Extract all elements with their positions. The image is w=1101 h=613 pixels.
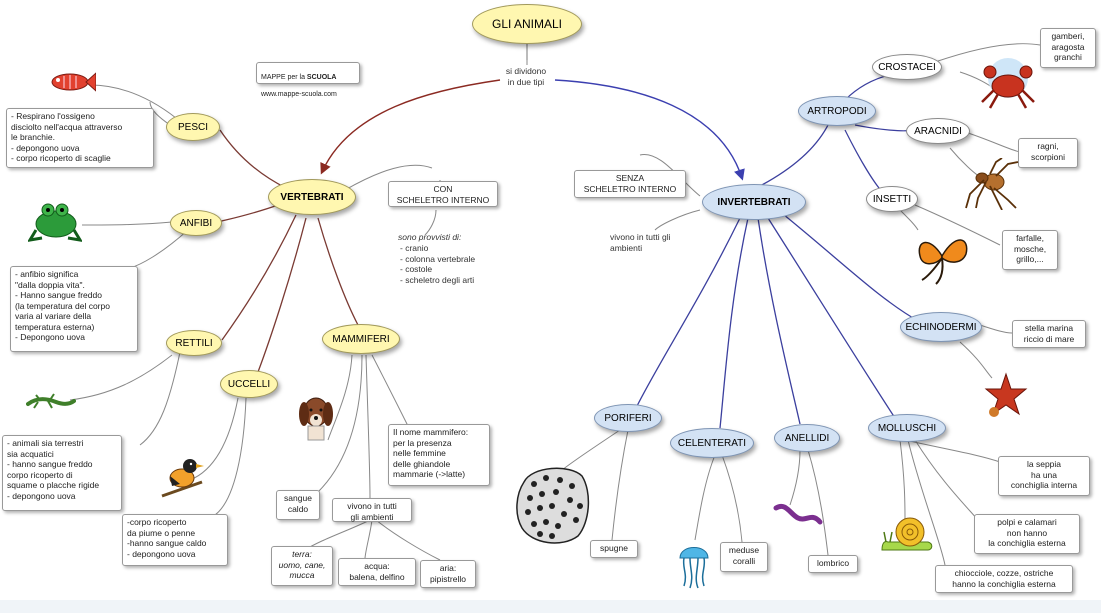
worm-icon: [773, 503, 823, 525]
senza-scheletro-box: SENZA SCHELETRO INTERNO: [574, 170, 686, 198]
logo-line1-prefix: MAPPE per la: [261, 73, 307, 81]
aria-box: aria: pipistrello: [420, 560, 476, 588]
dog-icon: [299, 397, 333, 441]
molluschi-node[interactable]: MOLLUSCHI: [868, 414, 946, 442]
starfish-icon: [984, 372, 1028, 417]
snail-icon: [881, 517, 933, 551]
aracnidi-box: ragni, scorpioni: [1018, 138, 1078, 168]
butterfly-icon: [918, 239, 968, 285]
crostacei-box: gamberi, aragosta granchi: [1040, 28, 1096, 68]
fish-icon: [51, 72, 96, 92]
rettili-box: - animali sia terrestri sia acquatici - …: [2, 435, 122, 511]
celenterati-box: meduse coralli: [720, 542, 768, 572]
con-scheletro-box: CON SCHELETRO INTERNO: [388, 181, 498, 207]
poriferi-node[interactable]: PORIFERI: [594, 404, 662, 432]
uccelli-box: -corpo ricoperto da piume o penne -hanno…: [122, 514, 228, 566]
crab-icon: [981, 58, 1035, 109]
polpi-box: polpi e calamari non hanno la conchiglia…: [974, 514, 1080, 554]
pesci-node[interactable]: PESCI: [166, 113, 220, 141]
lizard-icon: [26, 393, 76, 409]
invertebrati-node[interactable]: INVERTEBRATI: [702, 184, 806, 220]
poriferi-box: spugne: [590, 540, 638, 558]
link-si-dividono: si dividono in due tipi: [505, 66, 547, 87]
insetti-box: farfalle, mosche, grillo,...: [1002, 230, 1058, 270]
artropodi-node[interactable]: ARTROPODI: [798, 96, 876, 126]
uccelli-node[interactable]: UCCELLI: [220, 370, 278, 398]
mammiferi-box: Il nome mammifero: per la presenza nelle…: [388, 424, 490, 486]
logo-line2: www.mappe-scuola.com: [261, 90, 337, 98]
anfibi-node[interactable]: ANFIBI: [170, 210, 222, 236]
chiocciole-box: chiocciole, cozze, ostriche hanno la con…: [935, 565, 1073, 593]
sangue-caldo-box: sangue caldo: [276, 490, 320, 520]
echinodermi-node[interactable]: ECHINODERMI: [900, 312, 982, 342]
provvisti-list: - cranio - colonna vertebrale - costole …: [400, 243, 476, 285]
provvisti-title: sono provvisti di:: [398, 232, 462, 242]
vertebrati-node[interactable]: VERTEBRATI: [268, 179, 356, 215]
rettili-node[interactable]: RETTILI: [166, 330, 222, 356]
title-node[interactable]: GLI ANIMALI: [472, 4, 582, 44]
anfibi-box: - anfibio significa "dalla doppia vita".…: [10, 266, 138, 352]
logo-badge: MAPPE per la SCUOLA www.mappe-scuola.com: [256, 62, 360, 98]
seppia-box: la seppia ha una conchiglia interna: [998, 456, 1090, 496]
bird-icon: [161, 459, 204, 498]
aracnidi-node[interactable]: ARACNIDI: [906, 118, 970, 144]
bottom-bar: [0, 600, 1101, 613]
anellidi-box: lombrico: [808, 555, 858, 573]
echinodermi-box: stella marina riccio di mare: [1012, 320, 1086, 348]
celenterati-node[interactable]: CELENTERATI: [670, 428, 754, 458]
terra-box: terra: uomo, cane, mucca: [271, 546, 333, 586]
vivono-tutti-box: vivono in tutti gli ambienti: [332, 498, 412, 522]
logo-line1-bold: SCUOLA: [306, 73, 337, 81]
crostacei-node[interactable]: CROSTACEI: [872, 54, 942, 80]
anellidi-node[interactable]: ANELLIDI: [774, 424, 840, 452]
insetti-node[interactable]: INSETTI: [866, 186, 918, 212]
pesci-box: - Respirano l'ossigeno disciolto nell'ac…: [6, 108, 154, 168]
spider-icon: [965, 158, 1019, 210]
mammiferi-node[interactable]: MAMMIFERI: [322, 324, 400, 354]
acqua-box: acqua: balena, delfino: [338, 558, 416, 586]
frog-icon: [28, 203, 82, 242]
sponge-icon: [516, 467, 590, 544]
jellyfish-icon: [679, 547, 709, 589]
link-vivono-ambienti: vivono in tutti gli ambienti: [610, 232, 671, 253]
